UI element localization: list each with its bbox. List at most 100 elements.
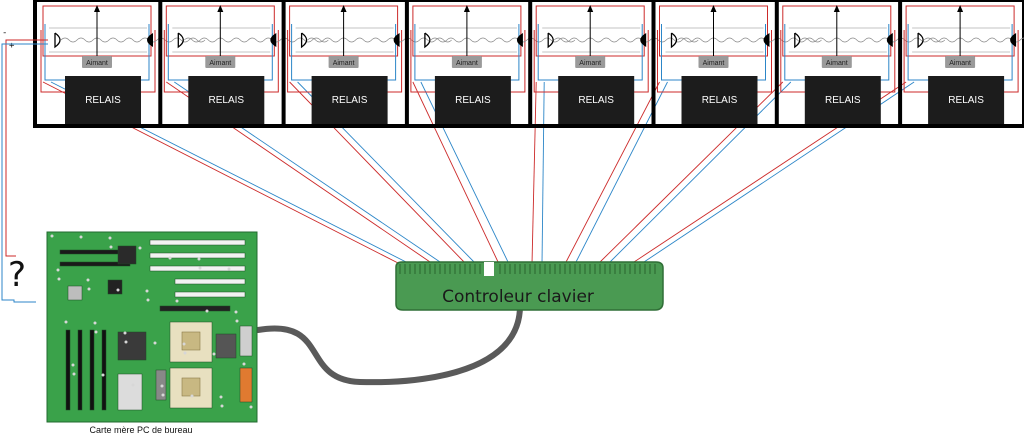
motherboard-components [50,234,253,411]
solder-point [205,309,209,313]
up-arrow-icon [833,5,840,12]
relay-label: RELAIS [825,95,861,106]
blue-wire [541,81,545,265]
solder-point [175,299,179,303]
solder-point [94,330,98,334]
solder-point [79,235,83,239]
plus-sign: + [9,41,15,51]
relay-bank-frame [33,0,1024,128]
solder-point [168,256,172,260]
solder-point [101,373,105,377]
solder-point [160,384,164,388]
solder-point [190,394,194,398]
right-contact-icon [270,33,277,47]
solder-point [124,340,128,344]
unknown-connection-question: ? [8,255,26,295]
magnet [82,56,112,68]
pci-slot [174,291,246,298]
left-contact-icon [424,32,431,49]
red-wire [531,81,537,265]
relay-block [188,76,265,124]
solder-point [242,362,246,366]
solder-point [220,404,224,408]
solder-point [87,287,91,291]
left-contact-icon [54,32,61,49]
keyboard-controller: Controleur clavier [395,261,664,311]
left-contact-icon [670,32,678,49]
solder-point [161,393,165,397]
solder-point [123,331,127,335]
magnet [575,56,606,68]
spring [307,37,452,43]
up-arrow-icon [217,5,224,12]
relay-label: RELAIS [578,95,614,106]
magnet-label: Aimant [703,60,725,67]
pci-slot [149,239,246,246]
solder-point [86,278,90,282]
relay-block [681,76,758,124]
relay-block [928,76,1005,124]
solder-point [219,395,223,399]
magnet [205,56,236,68]
relay-modules: AimantRELAISAimantRELAISAimantRELAISAima… [40,0,1024,124]
solder-point [153,341,157,345]
solder-point [72,372,76,376]
right-contact-icon [147,33,153,47]
usb-cable [255,303,523,386]
up-arrow-icon [710,5,717,12]
ram-slot [101,329,107,411]
blue-wire [607,81,792,265]
header [159,305,231,312]
io-port [239,325,253,357]
ram-slot [65,329,71,411]
spring [800,37,946,43]
magnet-label: Aimant [86,60,108,67]
pci-slot [174,278,246,285]
relay-label: RELAIS [209,95,245,106]
magnet-label: Aimant [949,60,971,67]
solder-point [64,320,68,324]
solder-point [183,351,187,355]
spring [60,37,206,43]
northbridge [117,331,147,361]
up-arrow-icon [957,5,964,12]
solder-point [109,245,113,249]
left-contact-icon [917,32,924,49]
motherboard [46,231,258,423]
right-contact-icon [516,33,523,47]
left-contact-icon [794,32,801,49]
relay-block [804,76,881,124]
right-contact-icon [1010,33,1017,47]
spring [677,37,822,43]
ram-slot [89,329,95,411]
pci-slot [149,252,246,259]
solder-point [235,319,239,323]
solder-point [56,268,60,272]
red-wire [564,81,660,265]
right-contact-icon [393,33,400,47]
battery [67,285,83,301]
solder-point [198,266,202,270]
chipset [117,245,137,265]
spring [923,37,1024,43]
right-contact-icon [640,33,647,47]
solder-point [182,342,186,346]
solder-point [234,310,238,314]
up-arrow-icon [94,5,100,12]
cpu-die [181,377,201,397]
minus-sign: - [2,28,7,38]
solder-point [138,246,142,250]
solder-point [93,321,97,325]
relay-block [65,76,141,124]
right-contact-icon [886,33,893,47]
bios-chip [107,279,123,295]
magnet [698,56,729,68]
